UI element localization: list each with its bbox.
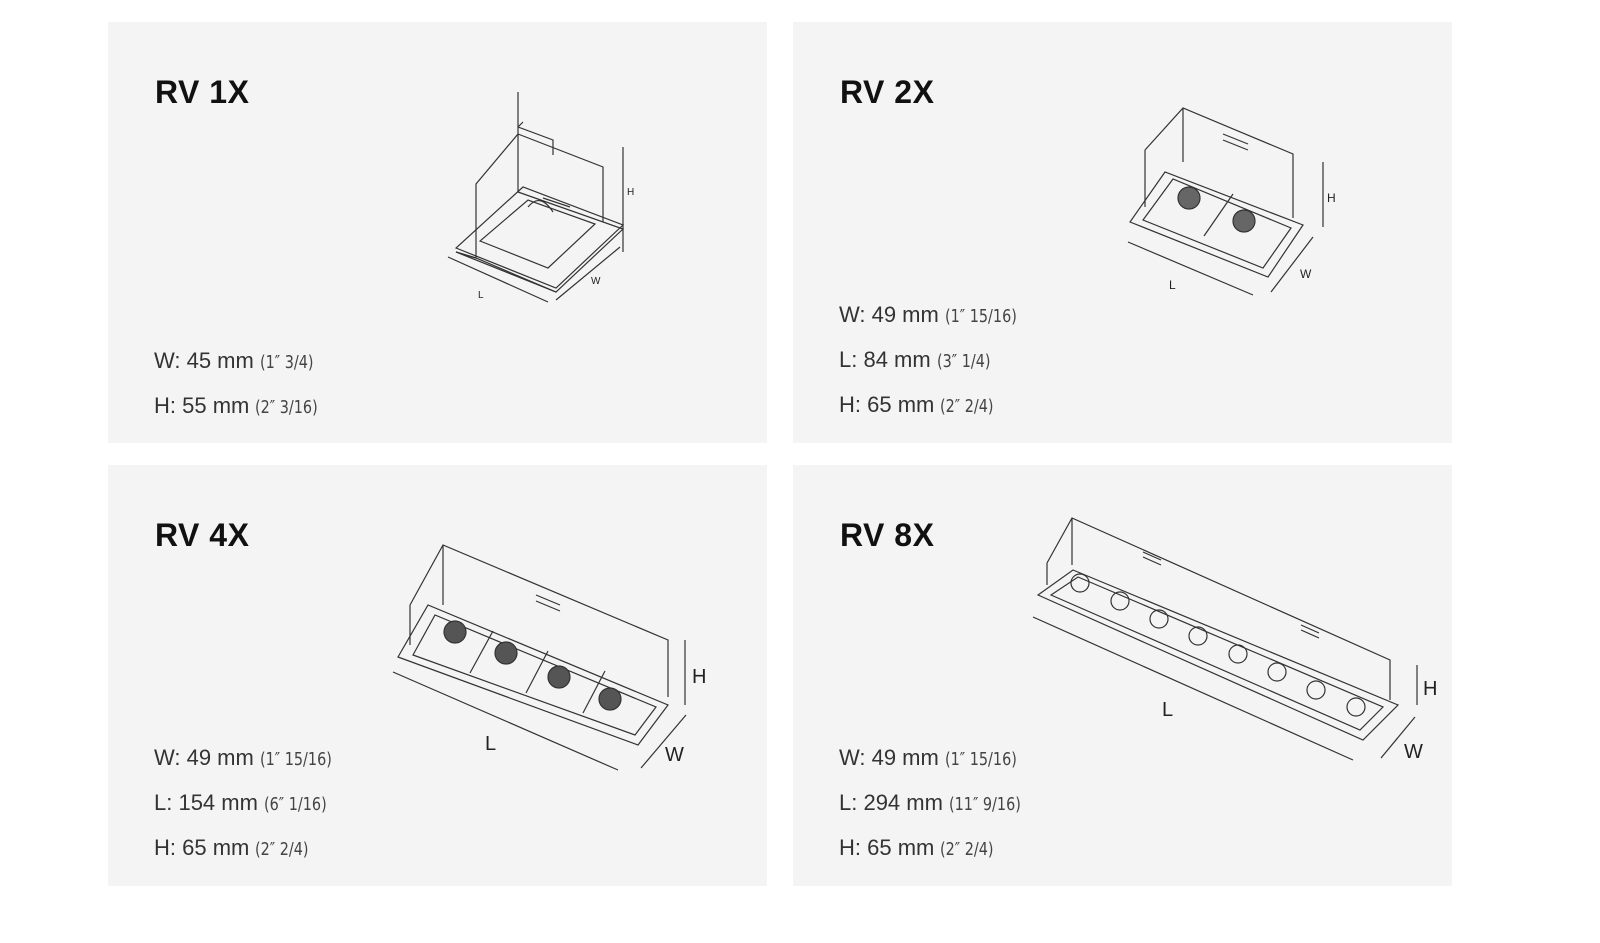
rv-8x-drawing: H W L — [1032, 517, 1437, 763]
product-card-rv-4x: RV 4X H W L W: 49 mm (1″ 15/16) L: 154 m… — [108, 465, 767, 886]
product-title: RV 8X — [840, 517, 935, 553]
spec-height: H: 65 mm (2″ 2/4) — [154, 835, 310, 860]
product-title: RV 4X — [155, 517, 250, 553]
spec-height: H: 65 mm (2″ 2/4) — [839, 392, 995, 417]
dimension-w-label: W — [1404, 741, 1423, 763]
dimension-l-label: L — [1162, 699, 1173, 721]
dimension-l-label: L — [1169, 278, 1176, 292]
product-title: RV 2X — [840, 74, 935, 110]
spec-width: W: 49 mm (1″ 15/16) — [154, 745, 332, 770]
spec-height: H: 65 mm (2″ 2/4) — [839, 835, 995, 860]
spec-height: H: 55 mm (2″ 3/16) — [154, 393, 319, 418]
dimension-h-label: H — [692, 666, 706, 688]
product-card-rv-1x: RV 1X H W L W: 45 mm (1″ 3/4) H: 55 mm (… — [108, 22, 767, 443]
spec-width: W: 49 mm (1″ 15/16) — [839, 302, 1017, 327]
product-title: RV 1X — [155, 74, 250, 110]
dimension-w-label: W — [1300, 267, 1312, 281]
spec-length: L: 84 mm (3″ 1/4) — [839, 347, 991, 372]
spec-width: W: 45 mm (1″ 3/4) — [154, 348, 314, 373]
dimension-h-label: H — [1327, 191, 1336, 205]
specs-list: W: 49 mm (1″ 15/16) L: 154 mm (6″ 1/16) … — [154, 735, 350, 870]
specs-list: W: 45 mm (1″ 3/4) H: 55 mm (2″ 3/16) — [154, 338, 334, 428]
rv-2x-drawing: H W L — [1127, 107, 1336, 296]
spec-width: W: 49 mm (1″ 15/16) — [839, 745, 1017, 770]
product-card-rv-2x: RV 2X H W L W: 49 mm (1″ 15/16) L: 84 mm… — [793, 22, 1452, 443]
spec-length: L: 154 mm (6″ 1/16) — [154, 790, 327, 815]
dimension-h-label: H — [1423, 678, 1437, 700]
rv-4x-drawing: H W L — [392, 544, 706, 771]
specs-list: W: 49 mm (1″ 15/16) L: 84 mm (3″ 1/4) H:… — [839, 292, 1035, 427]
dimension-w-label: W — [665, 744, 684, 766]
spec-length: L: 294 mm (11″ 9/16) — [839, 790, 1021, 815]
dimension-h-label: H — [627, 187, 634, 198]
rv-1x-drawing: H W L — [447, 92, 634, 303]
dimension-l-label: L — [485, 733, 496, 755]
dimension-l-label: L — [478, 290, 484, 301]
product-card-rv-8x: RV 8X H W L W: 49 mm (1″ 15/16) L: 294 m… — [793, 465, 1452, 886]
specs-list: W: 49 mm (1″ 15/16) L: 294 mm (11″ 9/16)… — [839, 735, 1039, 870]
dimension-w-label: W — [591, 276, 601, 287]
